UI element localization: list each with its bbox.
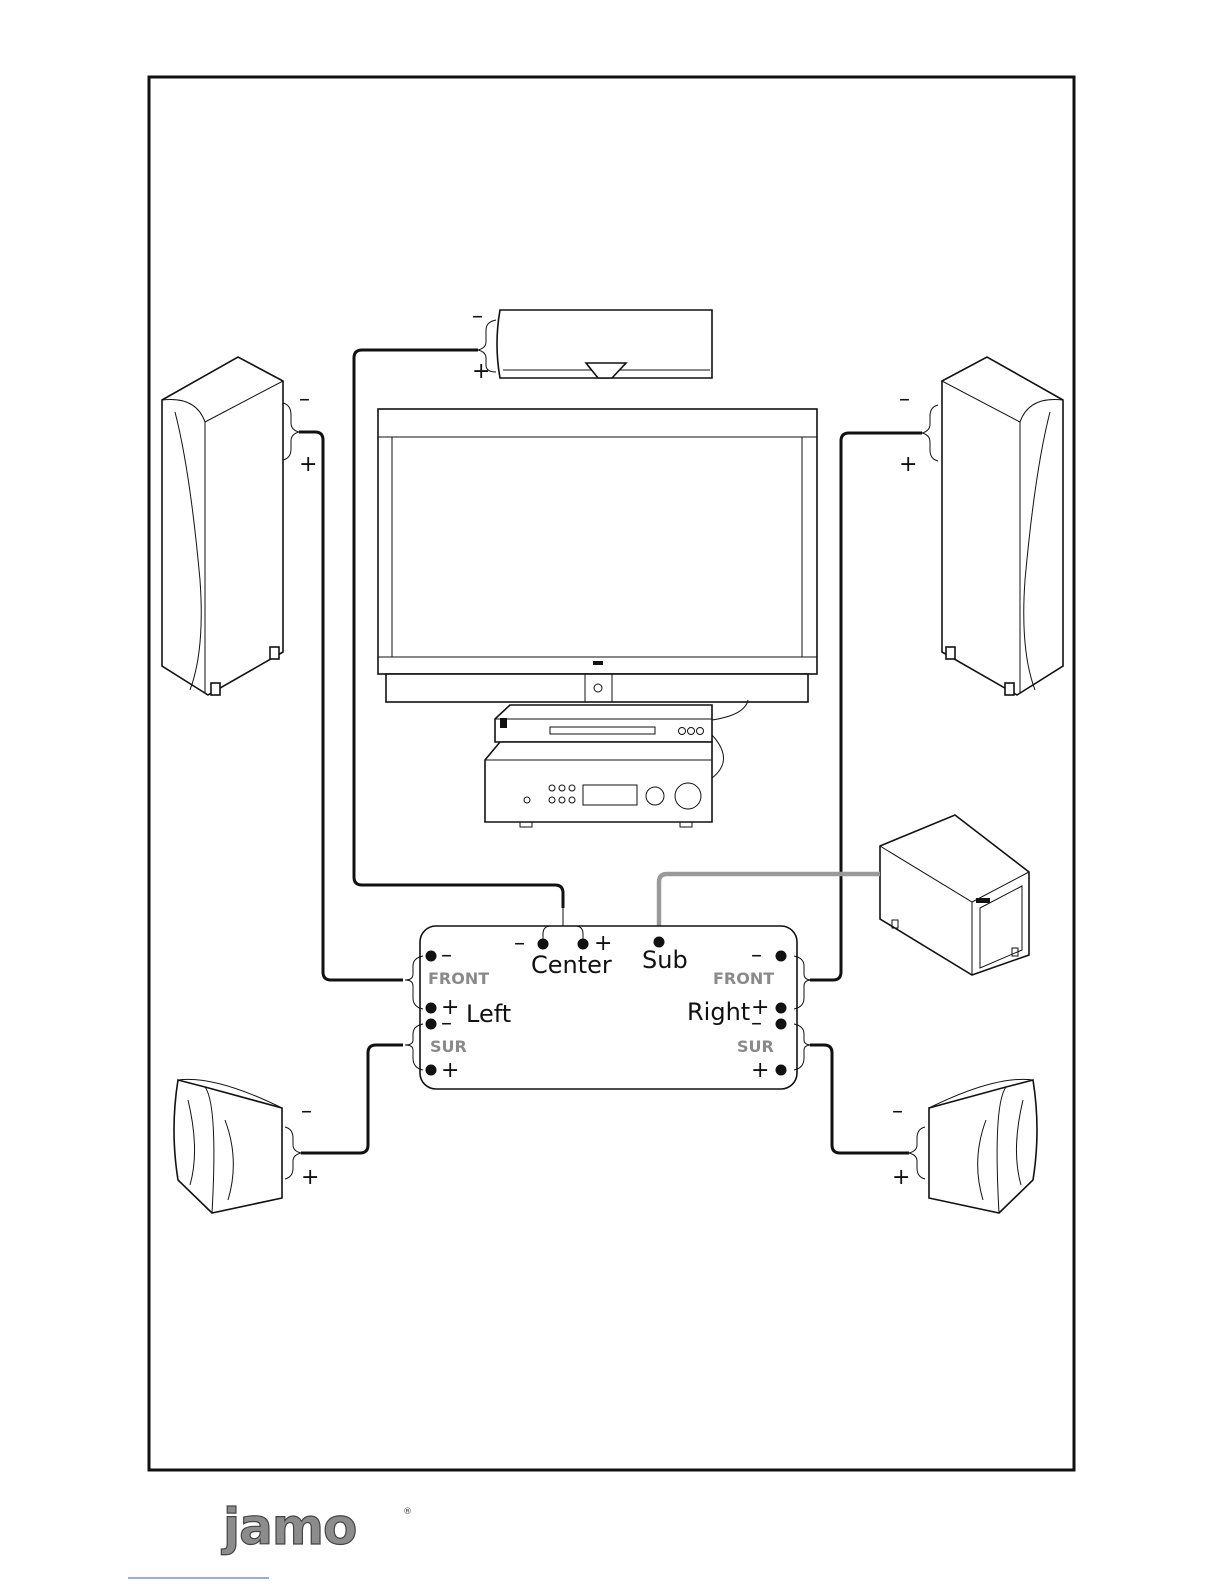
surround-right-speaker (929, 1079, 1037, 1213)
panel-surround-right-label: SUR (737, 1037, 774, 1056)
front-right-speaker (942, 357, 1063, 695)
terminal-surround-right-minus (776, 1019, 787, 1030)
center-speaker-minus: – (472, 304, 483, 329)
panel-surround-left-minus: – (441, 1011, 452, 1036)
panel-right-label: Right (687, 998, 750, 1026)
terminal-center-minus (538, 939, 549, 950)
front-left-speaker-plus: + (299, 452, 317, 477)
wire-surround-left (301, 1045, 403, 1153)
surround-right-speaker-minus: – (892, 1099, 903, 1124)
surround-left-speaker-minus: – (301, 1099, 312, 1124)
front-right-speaker-minus: – (899, 387, 910, 412)
front-left-speaker-minus: – (299, 387, 310, 412)
terminal-surround-left-minus (426, 1019, 437, 1030)
registered-mark: ® (403, 1507, 412, 1517)
panel-surround-left-plus: + (441, 1058, 459, 1083)
surround-right-speaker-plus: + (892, 1165, 910, 1190)
front-left-speaker (162, 357, 283, 695)
terminal-front-right-minus (776, 951, 787, 962)
panel-front-left-label: FRONT (428, 969, 489, 988)
surround-left-speaker (174, 1079, 282, 1213)
surround-right-speaker-terminal-brace (909, 1127, 925, 1179)
terminal-front-right-plus (776, 1003, 787, 1014)
panel-front-right-minus: – (751, 943, 762, 968)
jamo-logo: jamo ® (221, 1498, 412, 1556)
panel-center-minus: – (514, 931, 525, 956)
terminal-surround-right-plus (776, 1065, 787, 1076)
panel-surround-left-label: SUR (430, 1037, 467, 1056)
panel-sub-label: Sub (642, 946, 688, 974)
center-speaker (478, 310, 712, 378)
surround-left-speaker-terminal-brace (285, 1127, 301, 1179)
television (378, 409, 817, 702)
front-left-speaker-terminal-brace (283, 403, 299, 460)
subwoofer (880, 815, 1029, 975)
panel-front-left-minus: – (441, 943, 452, 968)
panel-surround-right-plus: + (751, 1058, 769, 1083)
front-right-speaker-terminal-brace (922, 405, 938, 461)
terminal-front-left-plus (426, 1003, 437, 1014)
panel-left-label: Left (466, 1000, 511, 1028)
surround-left-speaker-plus: + (301, 1165, 319, 1190)
jamo-logo-text: jamo (221, 1498, 356, 1556)
terminal-center-plus (578, 939, 589, 950)
av-receiver (485, 742, 712, 827)
panel-surround-right-minus: – (751, 1011, 762, 1036)
center-speaker-plus: + (472, 359, 490, 384)
terminal-surround-left-plus (426, 1065, 437, 1076)
terminal-front-left-minus (426, 951, 437, 962)
panel-front-right-label: FRONT (713, 969, 774, 988)
front-right-speaker-plus: + (899, 452, 917, 477)
panel-center-label: Center (531, 951, 612, 979)
